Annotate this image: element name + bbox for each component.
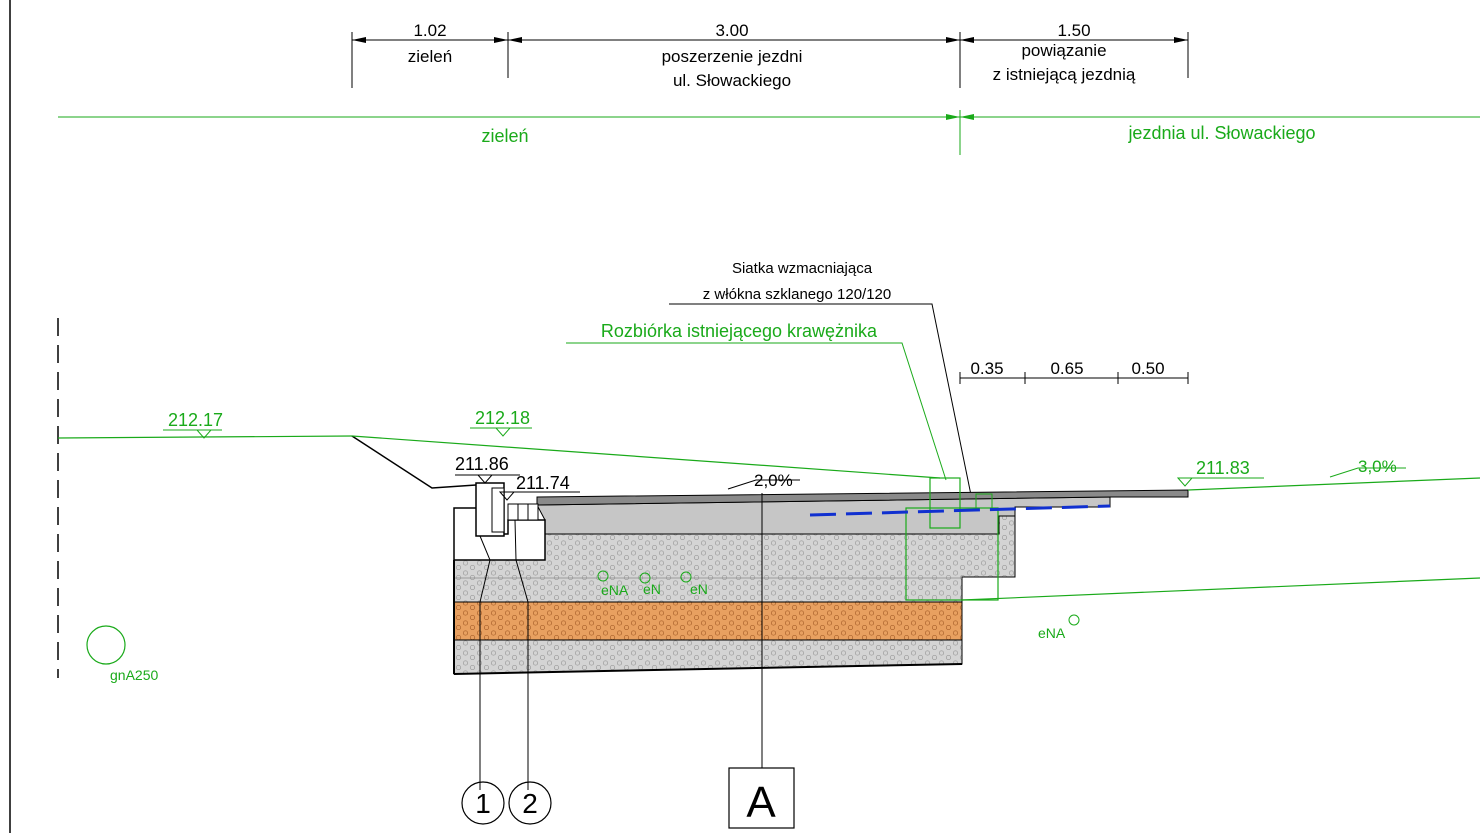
dim-label-1: zieleń: [408, 47, 452, 66]
small-dim-2: 0.65: [1050, 359, 1083, 378]
zone-line: [58, 110, 1480, 155]
elev-211-83: 211.83: [1196, 458, 1250, 478]
leader-1: [479, 535, 491, 790]
small-dim-3: 0.50: [1131, 359, 1164, 378]
dim-value-2: 3.00: [715, 21, 748, 40]
existing-terrain-green: [351, 435, 941, 479]
elev-212-17: 212.17: [168, 410, 223, 430]
utility-label-1: eNA: [601, 582, 629, 598]
elev-marker-3: [476, 474, 494, 484]
layer-bottom-edge: [453, 663, 963, 675]
existing-subgrade-green: [961, 577, 1480, 601]
slope-marker-2: [1329, 467, 1406, 478]
dim-label-3b: z istniejącą jezdnią: [993, 65, 1136, 84]
leader-2: [514, 519, 529, 790]
curb-removal-note: Rozbiórka istniejącego krawężnika: [601, 321, 878, 341]
existing-road-green: [1187, 477, 1480, 491]
small-dimension-chain: [959, 372, 1189, 384]
gas-pipe-circle: [86, 625, 126, 665]
curb-assembly: [453, 482, 546, 561]
utility-circle-2: [639, 572, 651, 584]
slope-3pct: 3,0%: [1358, 457, 1397, 476]
utility-label-2: eN: [643, 581, 661, 597]
dim-label-3a: powiązanie: [1021, 41, 1106, 60]
marker-circle-1: [461, 781, 505, 825]
elev-marker-5: [1176, 477, 1194, 487]
dim-label-2a: poszerzenie jezdni: [662, 47, 803, 66]
curb-stone-inner: [491, 487, 505, 533]
utility-label-3: eN: [690, 581, 708, 597]
section-marker-label: A: [746, 778, 776, 827]
elev-211-86: 211.86: [455, 454, 509, 474]
terrain-line-slope: [351, 435, 477, 489]
demolition-small-outline: [975, 493, 993, 509]
edge-stone: [507, 503, 539, 521]
utility-circle-4: [1068, 614, 1080, 626]
utility-circle-3: [680, 571, 692, 583]
utility-label-4: eNA: [1038, 625, 1066, 641]
top-dimension-chain: [351, 32, 1189, 88]
demolition-curb-outline: [929, 477, 961, 529]
layer-sand: [453, 601, 963, 641]
mesh-note-line1: Siatka wzmacniająca: [732, 260, 873, 277]
dim-label-2b: ul. Słowackiego: [673, 71, 791, 90]
demolition-foundation-outline: [905, 507, 999, 601]
dim-value-3: 1.50: [1057, 21, 1090, 40]
elev-211-74: 211.74: [516, 473, 570, 493]
marker-label-2: 2: [522, 788, 538, 819]
small-dim-1: 0.35: [970, 359, 1003, 378]
marker-label-1: 1: [475, 788, 491, 819]
slope-marker-1: [727, 479, 800, 490]
zone-left-label: zieleń: [481, 126, 528, 146]
elev-212-18: 212.18: [475, 408, 530, 428]
section-marker-box: [728, 767, 795, 829]
curb-removal-leader: [566, 342, 947, 481]
dim-value-1: 1.02: [413, 21, 446, 40]
mesh-note-leader: [669, 303, 973, 501]
marker-circle-2: [508, 781, 552, 825]
pavement-layers: [453, 489, 1189, 675]
elev-marker-2: [494, 427, 512, 437]
mesh-note-line2: z włókna szklanego 120/120: [703, 286, 891, 303]
reinforcing-mesh: [809, 504, 1111, 517]
utility-circle-1: [597, 570, 609, 582]
zone-right-label: jezdnia ul. Słowackiego: [1127, 123, 1315, 143]
gas-pipe-label: gnA250: [110, 667, 158, 683]
